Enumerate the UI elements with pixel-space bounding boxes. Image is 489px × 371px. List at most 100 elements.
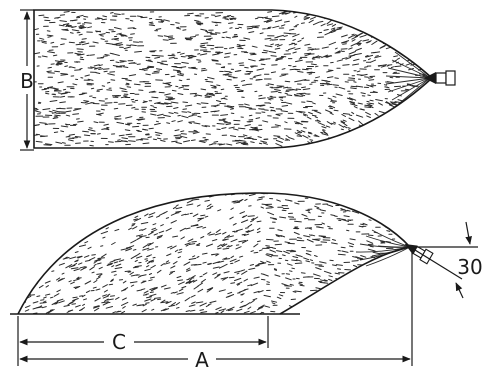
spray-texture-stroke [208, 143, 213, 146]
spray-texture-stroke [397, 199, 402, 202]
spray-texture-stroke [295, 110, 303, 114]
spray-texture-stroke [96, 276, 101, 280]
spray-texture-stroke [346, 97, 353, 101]
spray-texture-stroke [314, 134, 320, 138]
spray-texture-stroke [121, 297, 127, 301]
spray-texture-stroke [301, 213, 308, 217]
spray-texture-stroke [353, 139, 360, 144]
spray-texture-stroke [93, 305, 100, 309]
spray-texture-stroke [395, 302, 401, 305]
spray-texture-stroke [146, 296, 153, 299]
spray-texture-stroke [72, 298, 79, 302]
spray-texture-stroke [355, 34, 361, 37]
spray-texture-stroke [94, 211, 98, 214]
spray-texture-stroke [189, 309, 196, 312]
spray-texture-stroke [225, 295, 231, 298]
spray-texture-stroke [270, 71, 276, 74]
spray-texture-stroke [136, 255, 143, 259]
spray-texture-stroke [150, 264, 156, 269]
spray-texture-stroke [267, 211, 275, 216]
angle-nozzle-axis-line [414, 249, 463, 280]
spray-texture-stroke [147, 65, 155, 68]
spray-texture-stroke [417, 29, 423, 34]
spray-texture-stroke [253, 276, 260, 279]
spray-texture-stroke [114, 199, 121, 205]
spray-texture-stroke [74, 195, 81, 199]
spray-texture-stroke [122, 280, 127, 284]
spray-texture-stroke [349, 238, 356, 241]
spray-texture-stroke [425, 107, 429, 110]
spray-texture-stroke [52, 109, 61, 113]
spray-texture-stroke [348, 97, 357, 101]
spray-texture-stroke [23, 254, 29, 259]
spray-texture-stroke [115, 310, 122, 313]
spray-texture-stroke [410, 13, 415, 20]
spray-texture-stroke [193, 285, 199, 290]
spray-texture-stroke [378, 65, 382, 67]
spray-texture-stroke [229, 47, 235, 49]
spray-texture-stroke [387, 133, 391, 138]
spray-texture-stroke [170, 220, 177, 224]
spray-texture-stroke [151, 287, 157, 291]
spray-texture-stroke [271, 15, 280, 18]
spray-texture-stroke [256, 198, 263, 201]
spray-texture-stroke [235, 246, 242, 250]
spray-texture-stroke [89, 257, 96, 261]
spray-texture-stroke [323, 279, 328, 282]
spray-texture-stroke [216, 273, 221, 276]
spray-texture-stroke [218, 308, 227, 312]
spray-texture-stroke [160, 224, 164, 227]
spray-texture-stroke [68, 300, 76, 305]
spray-texture-stroke [214, 91, 219, 93]
spray-texture-stroke [306, 100, 313, 103]
spray-texture-stroke [326, 121, 333, 125]
spray-texture-stroke [93, 64, 100, 67]
spray-texture-stroke [106, 217, 113, 222]
spray-texture-stroke [102, 15, 108, 18]
spray-texture-stroke [304, 93, 310, 95]
spray-texture-stroke [143, 100, 147, 103]
spray-texture-stroke [337, 268, 341, 270]
spray-texture-stroke [427, 109, 432, 114]
spray-texture-stroke [230, 207, 234, 210]
spray-texture-stroke [67, 139, 74, 142]
spray-texture-stroke [341, 250, 349, 253]
spray-texture-stroke [395, 21, 402, 26]
spray-texture-stroke [399, 103, 405, 107]
spray-texture-stroke [265, 207, 273, 209]
spray-texture-stroke [35, 241, 42, 245]
spray-texture-stroke [408, 120, 412, 123]
spray-texture-stroke [232, 128, 239, 131]
spray-texture-stroke [314, 65, 319, 68]
spray-texture-stroke [165, 227, 172, 232]
spray-texture-stroke [408, 105, 413, 107]
spray-texture-stroke [306, 116, 312, 120]
spray-texture-stroke [104, 216, 113, 218]
spray-texture-stroke [425, 125, 428, 128]
spray-texture-stroke [375, 55, 379, 57]
spray-texture-stroke [76, 209, 80, 212]
spray-texture-stroke [138, 203, 145, 208]
spray-texture-stroke [330, 30, 336, 33]
spray-texture-stroke [244, 136, 252, 140]
spray-texture-stroke [168, 112, 174, 114]
spray-texture-stroke [391, 263, 398, 267]
spray-texture-stroke [348, 77, 356, 79]
spray-texture-stroke [101, 253, 107, 258]
spray-texture-stroke [31, 205, 39, 208]
spray-texture-stroke [45, 265, 49, 268]
spray-texture-stroke [57, 81, 64, 84]
spray-texture-stroke [368, 284, 376, 287]
spray-texture-stroke [404, 88, 410, 91]
spray-texture-stroke [306, 239, 314, 243]
spray-texture-stroke [84, 280, 92, 285]
spray-texture-stroke [250, 53, 257, 56]
spray-texture-stroke [202, 261, 207, 264]
spray-texture-stroke [340, 120, 346, 124]
spray-texture-stroke [331, 122, 336, 125]
spray-texture-stroke [190, 264, 197, 266]
spray-texture-stroke [352, 196, 357, 199]
spray-texture-stroke [289, 89, 295, 91]
spray-texture-stroke [168, 56, 175, 59]
spray-texture-stroke [100, 38, 105, 40]
